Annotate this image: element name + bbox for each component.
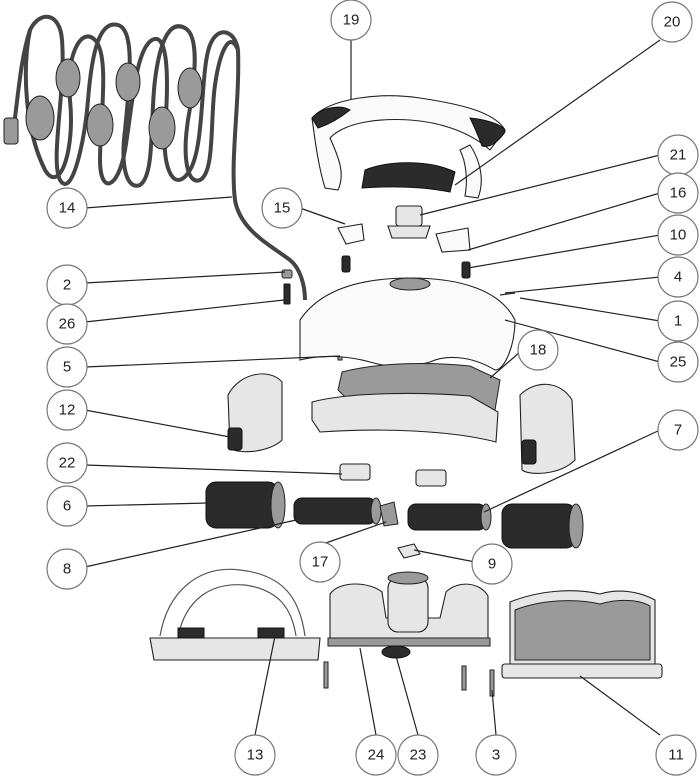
- callout-8: 8: [46, 548, 88, 590]
- svg-text:7: 7: [674, 422, 682, 439]
- svg-text:25: 25: [670, 354, 687, 371]
- right-bracket: [415, 469, 447, 487]
- callout-1: 1: [657, 300, 699, 342]
- handle: [311, 95, 506, 199]
- callout-17: 17: [299, 541, 341, 583]
- callout-23: 23: [397, 734, 439, 776]
- svg-text:8: 8: [63, 561, 71, 578]
- floating-cable-with-swivel: [3, 14, 307, 301]
- right-pin-screw: [461, 261, 471, 279]
- right-roller: [407, 503, 492, 531]
- callout-15: 15: [261, 187, 303, 229]
- left-roller: [293, 497, 382, 525]
- svg-text:4: 4: [674, 269, 682, 286]
- drive-link: [379, 501, 399, 527]
- svg-text:20: 20: [664, 14, 681, 31]
- callout-19: 19: [330, 0, 372, 41]
- callout-24: 24: [355, 734, 397, 776]
- handle-pad: [361, 162, 456, 193]
- svg-text:2: 2: [63, 277, 71, 294]
- callout-2: 2: [46, 264, 88, 306]
- svg-text:3: 3: [492, 747, 500, 764]
- svg-text:13: 13: [247, 747, 264, 764]
- screw-24: [323, 661, 329, 689]
- callout-21: 21: [657, 134, 699, 176]
- left-handle-clip: [337, 223, 365, 245]
- svg-text:9: 9: [488, 556, 496, 573]
- cable-tie: [283, 283, 291, 305]
- callout-7: 7: [657, 409, 699, 451]
- svg-text:19: 19: [343, 12, 360, 29]
- callout-12: 12: [46, 389, 88, 431]
- svg-text:24: 24: [368, 747, 385, 764]
- svg-text:14: 14: [59, 200, 76, 217]
- callout-10: 10: [657, 214, 699, 256]
- callout-13: 13: [234, 734, 276, 776]
- top-cover: [299, 277, 516, 371]
- svg-text:22: 22: [59, 455, 76, 472]
- svg-text:15: 15: [274, 200, 291, 217]
- svg-text:18: 18: [530, 342, 547, 359]
- svg-text:26: 26: [59, 316, 76, 333]
- filter-basket: [501, 590, 663, 679]
- cable-clip: [281, 269, 293, 279]
- callout-22: 22: [46, 442, 88, 484]
- svg-text:12: 12: [59, 402, 76, 419]
- left-brush: [205, 481, 286, 529]
- callout-20: 20: [651, 1, 693, 43]
- callout-18: 18: [517, 329, 559, 371]
- leader-lines: [84, 39, 661, 736]
- svg-text:11: 11: [668, 747, 684, 764]
- filter-frame: [149, 568, 321, 661]
- callout-25: 25: [657, 341, 699, 383]
- callout-16: 16: [657, 172, 699, 214]
- callout-26: 26: [46, 303, 88, 345]
- svg-text:5: 5: [63, 359, 71, 376]
- svg-text:6: 6: [63, 498, 71, 515]
- svg-text:21: 21: [670, 147, 687, 164]
- svg-text:16: 16: [670, 185, 687, 202]
- screw-left: [461, 665, 467, 691]
- callout-6: 6: [46, 485, 88, 527]
- filter-panel-front: [311, 392, 499, 443]
- callout-4: 4: [657, 256, 699, 298]
- right-handle-clip: [435, 227, 471, 253]
- right-brush: [501, 503, 584, 549]
- svg-text:10: 10: [670, 227, 687, 244]
- swivel-bearing: [387, 205, 431, 239]
- callout-9: 9: [471, 543, 513, 585]
- left-pin-screw: [341, 255, 351, 273]
- left-bracket: [339, 463, 371, 481]
- small-spring: [499, 292, 516, 296]
- motor-base-unit: [327, 571, 491, 659]
- callout-14: 14: [46, 187, 88, 229]
- svg-text:17: 17: [312, 554, 329, 571]
- callout-5: 5: [46, 346, 88, 388]
- impeller: [397, 543, 421, 559]
- callout-11: 11: [655, 734, 697, 776]
- callout-3: 3: [475, 734, 517, 776]
- svg-text:1: 1: [674, 313, 682, 330]
- svg-text:23: 23: [410, 747, 427, 764]
